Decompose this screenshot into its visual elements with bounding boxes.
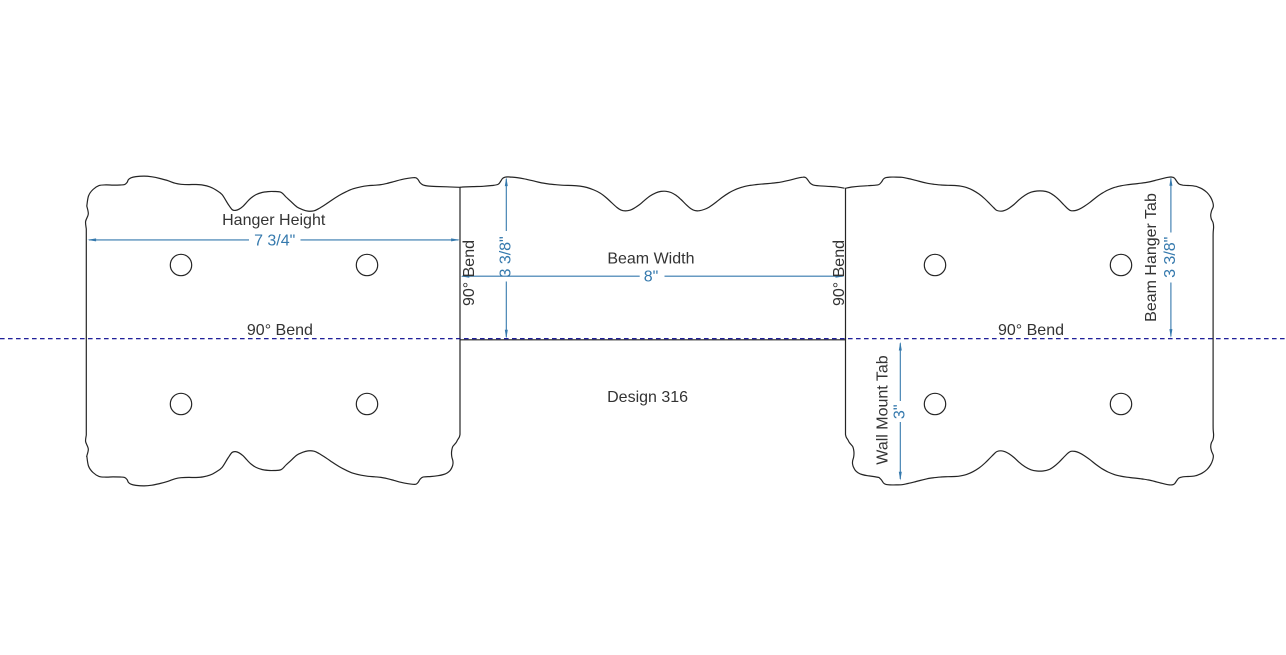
svg-text:8": 8" <box>644 269 659 286</box>
svg-text:90° Bend: 90° Bend <box>247 322 313 339</box>
svg-text:90° Bend: 90° Bend <box>831 240 848 306</box>
svg-text:3": 3" <box>892 405 909 420</box>
svg-text:Wall Mount Tab: Wall Mount Tab <box>875 355 892 464</box>
svg-text:Design 316: Design 316 <box>607 389 688 406</box>
svg-text:90° Bend: 90° Bend <box>998 322 1064 339</box>
svg-text:90° Bend: 90° Bend <box>461 240 478 306</box>
svg-text:Hanger Height: Hanger Height <box>222 212 326 229</box>
svg-text:3 3/8": 3 3/8" <box>498 236 515 277</box>
svg-text:7 3/4": 7 3/4" <box>254 232 295 249</box>
svg-text:Beam Width: Beam Width <box>607 250 694 267</box>
svg-text:3 3/8": 3 3/8" <box>1162 237 1179 278</box>
svg-text:Beam Hanger Tab: Beam Hanger Tab <box>1143 193 1160 322</box>
